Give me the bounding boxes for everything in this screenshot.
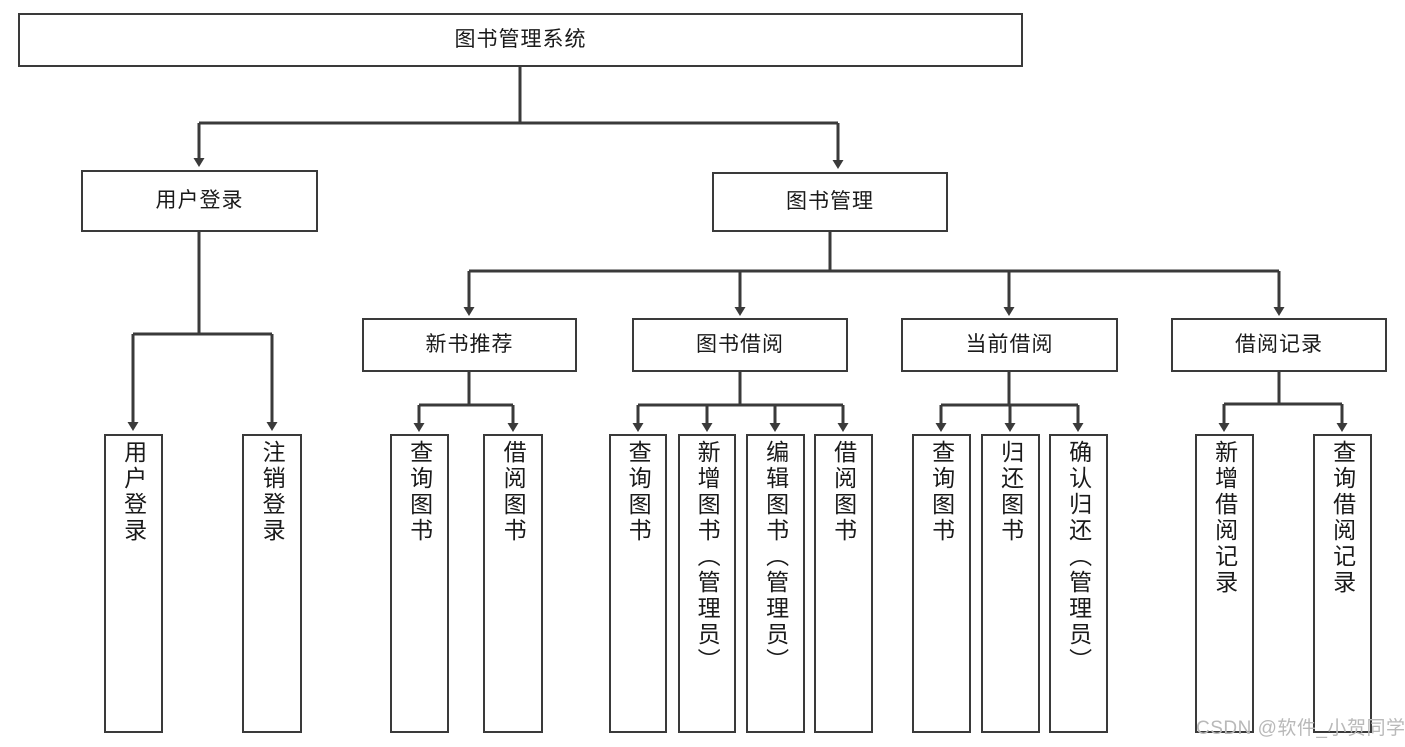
node-leaf-edit-book-label: 编辑图书（管理员） xyxy=(762,440,789,674)
node-leaf-query-book-2[interactable]: 查询图书 xyxy=(609,434,667,733)
node-borrow-record-label: 借阅记录 xyxy=(1235,332,1323,356)
node-leaf-return-book-label: 归还图书 xyxy=(997,440,1024,544)
node-leaf-borrow-book-1[interactable]: 借阅图书 xyxy=(483,434,543,733)
node-leaf-query-book-3[interactable]: 查询图书 xyxy=(912,434,971,733)
node-leaf-borrow-book-2-label: 借阅图书 xyxy=(830,440,857,544)
node-leaf-add-book[interactable]: 新增图书（管理员） xyxy=(678,434,736,733)
node-leaf-query-record-label: 查询借阅记录 xyxy=(1329,440,1356,596)
node-user-login-label: 用户登录 xyxy=(155,188,244,212)
node-leaf-query-book-3-label: 查询图书 xyxy=(928,440,955,544)
node-leaf-user-logout-label: 注销登录 xyxy=(259,440,286,544)
node-new-book-recommend-label: 新书推荐 xyxy=(425,332,514,356)
node-new-book-recommend[interactable]: 新书推荐 xyxy=(362,318,577,372)
node-leaf-user-logout[interactable]: 注销登录 xyxy=(242,434,302,733)
node-book-manage-label: 图书管理 xyxy=(786,189,874,213)
node-leaf-confirm-return-label: 确认归还（管理员） xyxy=(1065,440,1092,674)
node-leaf-query-book-1-label: 查询图书 xyxy=(406,440,433,544)
node-book-borrow-label: 图书借阅 xyxy=(696,332,784,356)
node-user-login[interactable]: 用户登录 xyxy=(81,170,318,232)
node-leaf-query-book-2-label: 查询图书 xyxy=(625,440,652,544)
node-borrow-record[interactable]: 借阅记录 xyxy=(1171,318,1387,372)
csdn-watermark: CSDN @软件_小贺同学 xyxy=(1196,718,1405,739)
node-root[interactable]: 图书管理系统 xyxy=(18,13,1023,67)
node-current-borrow[interactable]: 当前借阅 xyxy=(901,318,1118,372)
node-leaf-user-login[interactable]: 用户登录 xyxy=(104,434,163,733)
node-root-label: 图书管理系统 xyxy=(454,27,587,51)
node-leaf-borrow-book-2[interactable]: 借阅图书 xyxy=(814,434,873,733)
node-leaf-user-login-label: 用户登录 xyxy=(120,440,147,544)
node-leaf-add-book-label: 新增图书（管理员） xyxy=(694,440,721,674)
node-leaf-add-record-label: 新增借阅记录 xyxy=(1211,440,1238,596)
node-leaf-confirm-return[interactable]: 确认归还（管理员） xyxy=(1049,434,1108,733)
node-book-borrow[interactable]: 图书借阅 xyxy=(632,318,848,372)
node-leaf-edit-book[interactable]: 编辑图书（管理员） xyxy=(746,434,805,733)
node-book-manage[interactable]: 图书管理 xyxy=(712,172,948,232)
node-leaf-add-record[interactable]: 新增借阅记录 xyxy=(1195,434,1254,733)
node-leaf-query-book-1[interactable]: 查询图书 xyxy=(390,434,449,733)
node-current-borrow-label: 当前借阅 xyxy=(965,332,1054,356)
node-leaf-return-book[interactable]: 归还图书 xyxy=(981,434,1040,733)
node-leaf-query-record[interactable]: 查询借阅记录 xyxy=(1313,434,1372,733)
node-leaf-borrow-book-1-label: 借阅图书 xyxy=(500,440,527,544)
